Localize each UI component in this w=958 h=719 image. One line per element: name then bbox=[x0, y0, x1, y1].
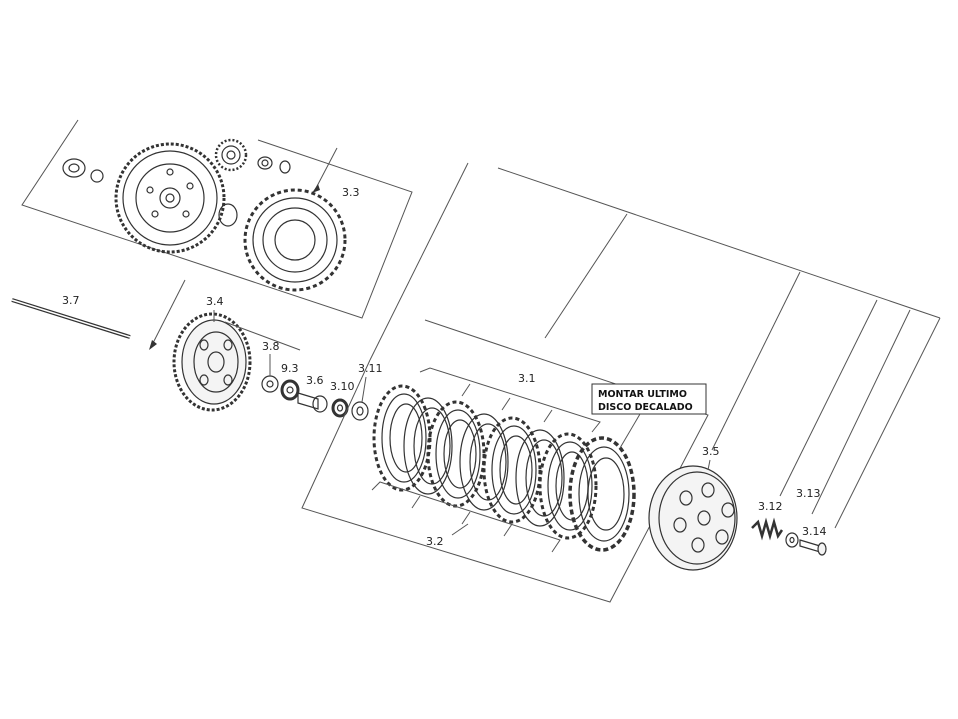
callout-3-1: 3.1 bbox=[419, 367, 601, 433]
inset-arrow-head bbox=[149, 340, 157, 350]
label-9-3: 9.3 bbox=[281, 362, 299, 375]
leader-3-3-arrow bbox=[314, 147, 338, 191]
label-3-2: 3.2 bbox=[426, 535, 444, 548]
push-rod: 3.7 bbox=[11, 294, 131, 339]
hub-leader bbox=[224, 321, 301, 351]
note-box: MONTAR ULTIMO DISCO DECALADO bbox=[591, 383, 707, 449]
label-3-7: 3.7 bbox=[62, 294, 80, 307]
spring-washer: 3.13 bbox=[785, 487, 821, 548]
label-3-5: 3.5 bbox=[702, 445, 720, 458]
clutch-basket-inset bbox=[243, 188, 347, 292]
callout-3-2: 3.2 bbox=[371, 481, 561, 553]
inset-washer bbox=[62, 158, 104, 183]
inner-hub: 3.4 bbox=[172, 295, 252, 412]
inset-frame-line bbox=[21, 119, 413, 319]
clutch-pack-frame bbox=[301, 162, 941, 603]
primary-gear bbox=[114, 142, 226, 254]
note-line-2: DISCO DECALADO bbox=[598, 402, 693, 413]
label-3-6: 3.6 bbox=[306, 374, 324, 387]
nut-3-10: 3.10 bbox=[330, 380, 355, 418]
bearing-9-3: 9.3 bbox=[280, 362, 300, 401]
label-3-4: 3.4 bbox=[206, 295, 224, 308]
label-3-10: 3.10 bbox=[330, 380, 355, 393]
inset-arrow-line bbox=[151, 279, 186, 346]
pressure-plate: 3.5 bbox=[648, 445, 738, 571]
label-3-11: 3.11 bbox=[358, 362, 383, 375]
label-3-1: 3.1 bbox=[518, 372, 536, 385]
clutch-discs bbox=[372, 384, 636, 552]
small-gear bbox=[214, 138, 248, 172]
label-3-8: 3.8 bbox=[262, 340, 280, 353]
label-3-12: 3.12 bbox=[758, 500, 783, 513]
gear-inset: 3.3 bbox=[21, 119, 413, 319]
washer-3-8: 3.8 bbox=[261, 340, 280, 393]
note-line-1: MONTAR ULTIMO bbox=[598, 389, 687, 400]
spacer-3-6: 3.6 bbox=[297, 374, 328, 413]
label-3-14: 3.14 bbox=[802, 525, 827, 538]
small-nut bbox=[257, 156, 291, 174]
label-3-13: 3.13 bbox=[796, 487, 821, 500]
bolt: 3.14 bbox=[799, 525, 827, 556]
inset-ring bbox=[218, 203, 238, 227]
spring: 3.12 bbox=[751, 500, 784, 541]
label-3-3: 3.3 bbox=[342, 186, 360, 199]
